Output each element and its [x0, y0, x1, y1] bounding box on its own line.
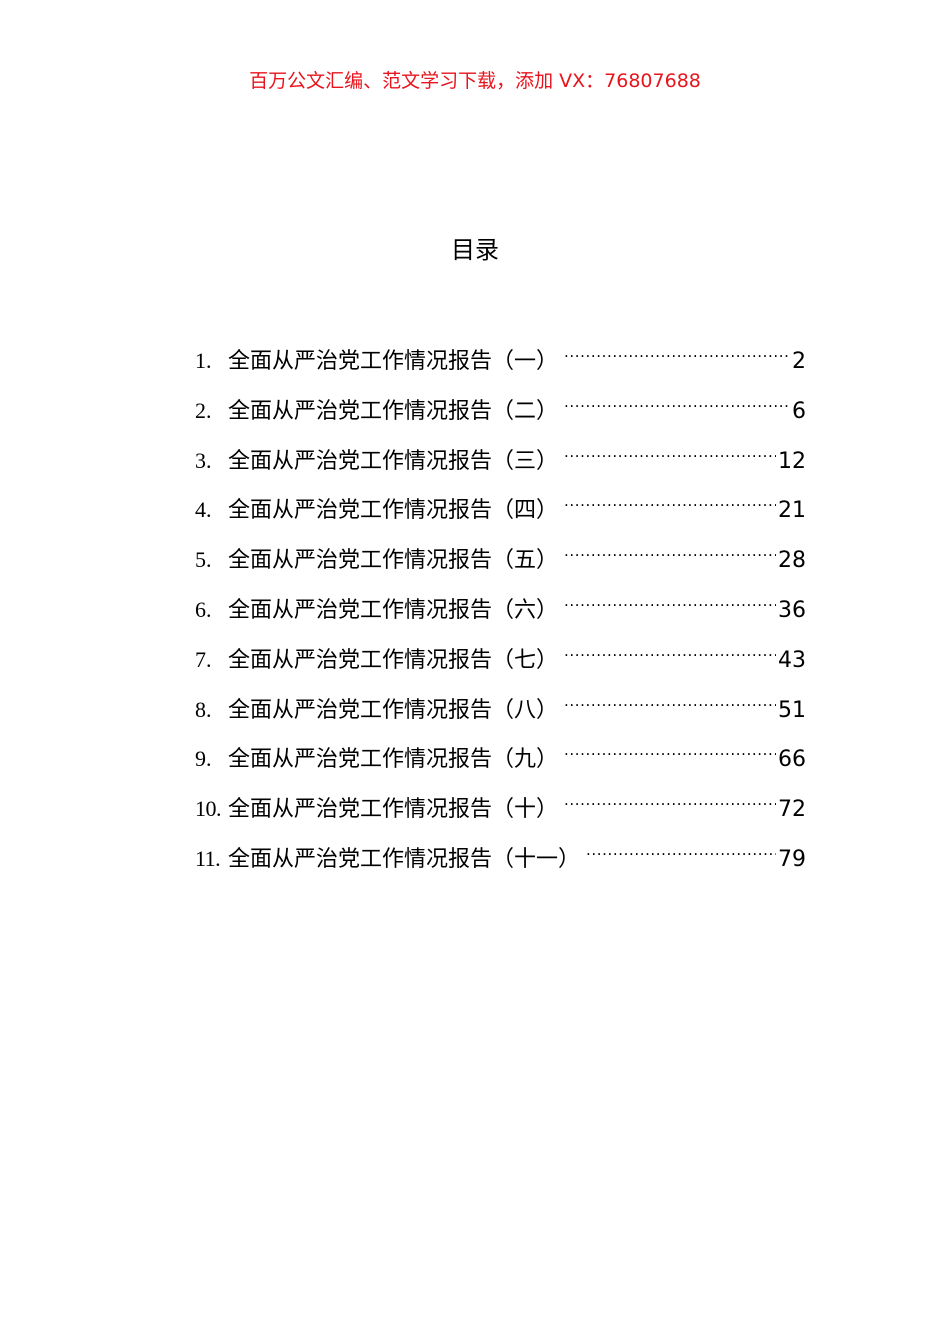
toc-entry-number: 5. [195, 547, 212, 573]
dot-leader [564, 581, 776, 617]
toc-entry-title: 全面从严治党工作情况报告（八） [228, 697, 559, 723]
toc-entry-page: 43 [778, 647, 806, 673]
toc-entry-page: 51 [778, 697, 806, 723]
toc-entry-title: 全面从严治党工作情况报告（一） [228, 349, 559, 374]
toc-entry-number: 3. [195, 447, 212, 473]
watermark-banner: 百万公文汇编、范文学习下载，添加 VX：76807688 [249, 70, 701, 92]
dot-leader [564, 382, 790, 418]
dot-leader [564, 531, 776, 567]
toc-entry[interactable]: 8. 全面从严治党工作情况报告（八） 51 [195, 681, 806, 731]
toc-entry-title: 全面从严治党工作情况报告（四） [228, 498, 559, 524]
dot-leader [564, 631, 776, 667]
toc-entry-page: 6 [792, 398, 806, 424]
toc-entry-title: 全面从严治党工作情况报告（六） [228, 597, 559, 623]
toc-entry-title: 全面从严治党工作情况报告（十） [228, 797, 559, 823]
dot-leader [564, 730, 776, 766]
toc-entry-number: 2. [195, 397, 212, 423]
toc-entry[interactable]: 11. 全面从严治党工作情况报告（十一） 79 [195, 830, 806, 880]
toc-entry-number: 1. [195, 348, 212, 373]
toc-entry[interactable]: 6. 全面从严治党工作情况报告（六） 36 [195, 581, 806, 631]
toc-entry-page: 2 [792, 349, 806, 374]
dot-leader [564, 332, 790, 368]
toc-entry-title: 全面从严治党工作情况报告（三） [228, 448, 559, 474]
toc-entry-number: 11. [195, 845, 221, 871]
toc-entry-number: 6. [195, 596, 212, 622]
toc-list: 1. 全面从严治党工作情况报告（一） 2 2. 全面从严治党工作情况报告（二） … [195, 332, 806, 880]
dot-leader [564, 481, 776, 517]
toc-entry-number: 10. [195, 796, 222, 822]
toc-entry-page: 28 [778, 548, 806, 574]
dot-leader [564, 432, 776, 468]
toc-entry-page: 12 [778, 448, 806, 474]
toc-entry-page: 79 [778, 846, 806, 872]
dot-leader [586, 830, 776, 866]
toc-entry-page: 36 [778, 597, 806, 623]
toc-entry-page: 21 [778, 498, 806, 524]
toc-entry-title: 全面从严治党工作情况报告（九） [228, 747, 559, 773]
toc-entry-page: 72 [778, 797, 806, 823]
toc-entry[interactable]: 5. 全面从严治党工作情况报告（五） 28 [195, 531, 806, 581]
toc-entry-number: 4. [195, 497, 212, 523]
toc-entry-number: 9. [195, 746, 212, 772]
toc-entry-title: 全面从严治党工作情况报告（二） [228, 398, 559, 424]
toc-entry[interactable]: 4. 全面从严治党工作情况报告（四） 21 [195, 481, 806, 531]
toc-entry-page: 66 [778, 747, 806, 773]
toc-entry-number: 7. [195, 646, 212, 672]
toc-entry[interactable]: 9. 全面从严治党工作情况报告（九） 66 [195, 730, 806, 780]
toc-entry[interactable]: 7. 全面从严治党工作情况报告（七） 43 [195, 631, 806, 681]
toc-entry[interactable]: 3. 全面从严治党工作情况报告（三） 12 [195, 432, 806, 482]
toc-entry-title: 全面从严治党工作情况报告（十一） [228, 846, 581, 872]
toc-entry[interactable]: 2. 全面从严治党工作情况报告（二） 6 [195, 382, 806, 432]
toc-entry[interactable]: 1. 全面从严治党工作情况报告（一） 2 [195, 332, 806, 382]
toc-entry-title: 全面从严治党工作情况报告（五） [228, 548, 559, 574]
toc-entry[interactable]: 10. 全面从严治党工作情况报告（十） 72 [195, 780, 806, 830]
dot-leader [564, 681, 776, 717]
toc-title: 目录 [451, 236, 499, 264]
toc-entry-number: 8. [195, 696, 212, 722]
dot-leader [564, 780, 776, 816]
toc-entry-title: 全面从严治党工作情况报告（七） [228, 647, 559, 673]
